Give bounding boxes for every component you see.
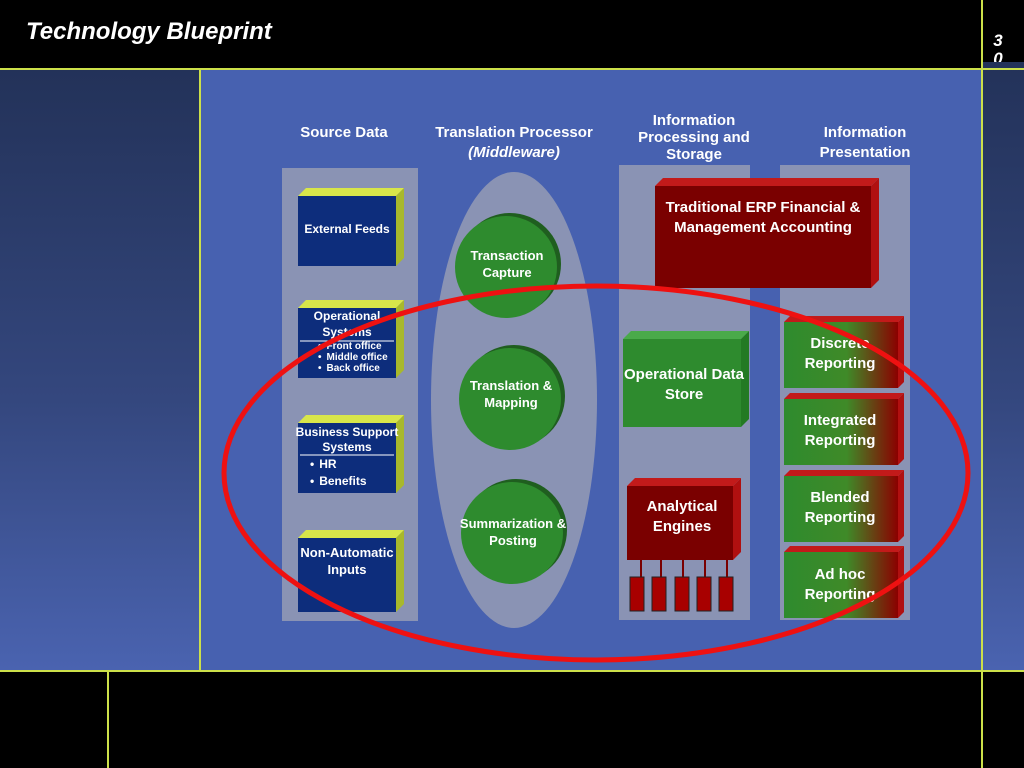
ods-label: Operational Data Store: [623, 366, 745, 403]
summarization-posting-node: Summarization & Posting: [458, 476, 568, 586]
summarization-posting-label: Summarization & Posting: [459, 516, 567, 548]
left-divider: [199, 68, 201, 672]
column-header-middleware: (Middleware): [468, 144, 560, 161]
erp-block: [655, 178, 879, 288]
column-header-presentation: Information Presentation: [819, 124, 911, 161]
page-number: 30: [993, 31, 1003, 68]
blended-reporting-box: Blended Reporting: [784, 470, 904, 544]
business-support-list: HR Benefits: [310, 456, 367, 490]
operational-systems-label: Operational Systems: [313, 309, 381, 339]
right-divider: [981, 0, 983, 768]
integrated-reporting-label: Integrated Reporting: [803, 412, 877, 449]
bss-item-hr: HR: [310, 456, 367, 473]
transaction-capture-label: Transaction Capture: [470, 248, 544, 280]
translation-mapping-label: Translation & Mapping: [469, 378, 553, 410]
adhoc-reporting-box: Ad hoc Reporting: [784, 546, 904, 620]
analytical-engines-label: Analytical Engines: [646, 498, 718, 535]
analytical-engine-servers: [629, 555, 734, 612]
discrete-reporting-label: Discrete Reporting: [804, 335, 876, 372]
column-header-processing: Information Processing and Storage: [638, 112, 750, 163]
operational-systems-list: Front office Middle office Back office: [318, 341, 388, 374]
column-header-translation: Translation Processor: [435, 124, 593, 141]
business-support-label: Business Support Systems: [295, 425, 399, 454]
erp-box: Traditional ERP Financial & Management A…: [655, 178, 881, 290]
operational-item-front: Front office: [318, 341, 388, 352]
external-feeds-box: External Feeds: [298, 188, 406, 268]
integrated-reporting-box: Integrated Reporting: [784, 393, 904, 467]
operational-systems-box: Operational Systems Front office Middle …: [298, 300, 406, 380]
discrete-reporting-box: Discrete Reporting: [784, 316, 904, 390]
erp-label: Traditional ERP Financial & Management A…: [665, 199, 861, 236]
operational-item-back: Back office: [318, 363, 388, 374]
top-divider: [0, 68, 1024, 70]
operational-item-middle: Middle office: [318, 352, 388, 363]
analytical-engines-box: Analytical Engines: [627, 478, 743, 562]
business-support-box: Business Support Systems HR Benefits: [296, 415, 406, 495]
slide-title: Technology Blueprint: [26, 18, 272, 45]
ods-box: Operational Data Store: [623, 331, 749, 429]
non-automatic-label: Non-Automatic Inputs: [300, 545, 394, 577]
translation-mapping-node: Translation & Mapping: [456, 342, 566, 452]
right-side-panel: [983, 62, 1024, 670]
non-automatic-box: Non-Automatic Inputs: [298, 530, 406, 614]
bottom-divider: [0, 670, 1024, 672]
column-header-source: Source Data: [300, 124, 388, 141]
left-side-panel: [0, 70, 199, 670]
bss-item-benefits: Benefits: [310, 473, 366, 490]
adhoc-reporting-label: Ad hoc Reporting: [804, 566, 876, 603]
blended-reporting-label: Blended Reporting: [804, 489, 876, 526]
transaction-capture-node: Transaction Capture: [452, 210, 562, 320]
external-feeds-label: External Feeds: [304, 222, 390, 236]
footer-divider: [107, 670, 109, 768]
external-feeds-block: [298, 188, 404, 266]
